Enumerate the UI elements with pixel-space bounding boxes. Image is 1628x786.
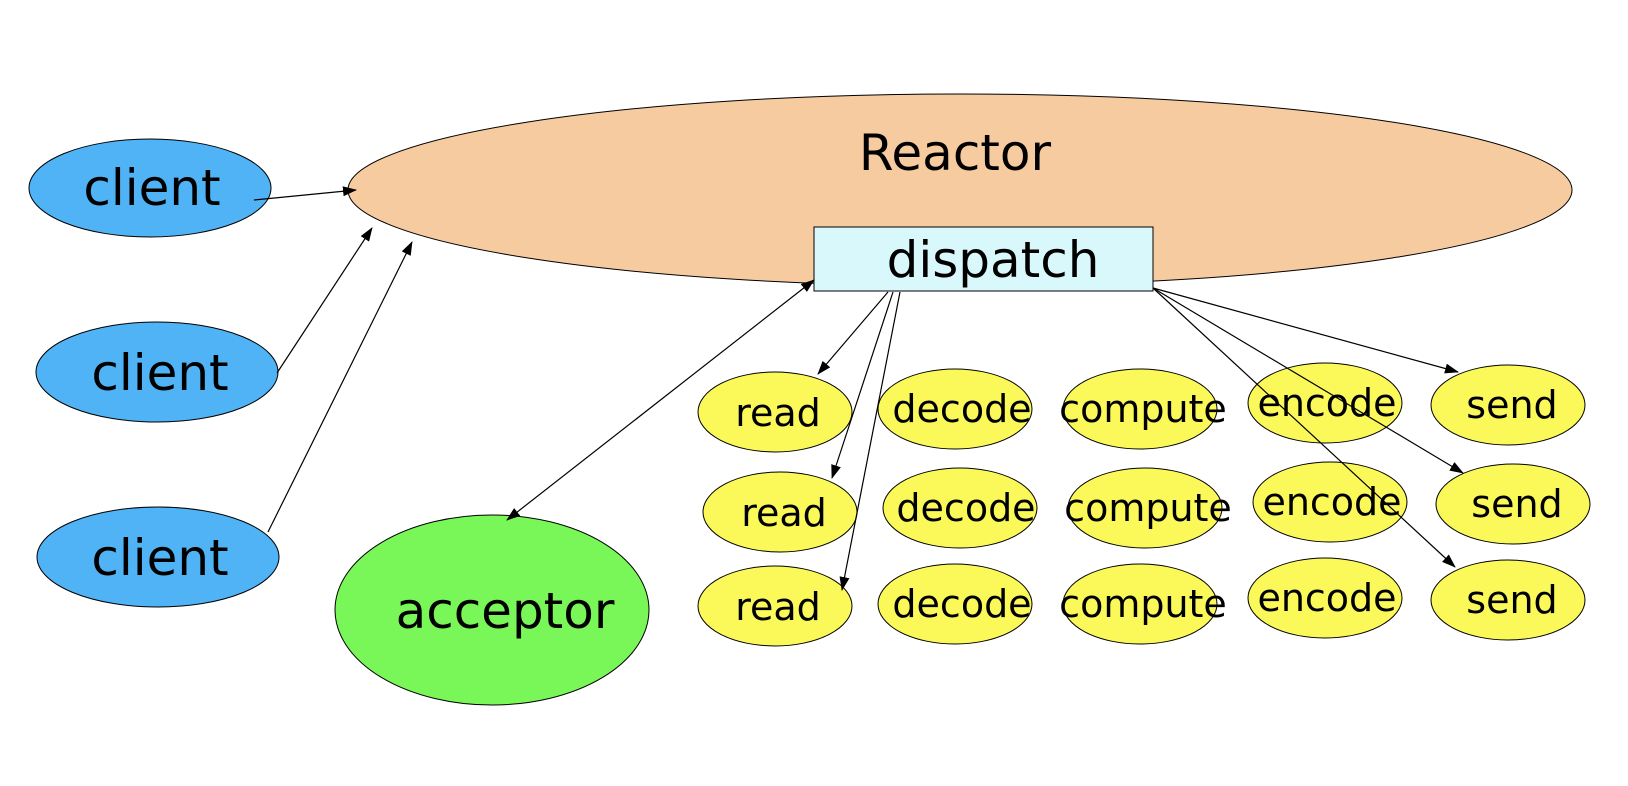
acceptor-label: acceptor (396, 582, 615, 640)
client-1-to-reactor-arrow (253, 186, 357, 201)
dispatch-node: dispatch (813, 226, 1154, 292)
encode-label: encode (1257, 576, 1396, 620)
read-label: read (735, 585, 821, 629)
send-task: send (1430, 364, 1586, 446)
send-label: send (1466, 383, 1557, 427)
client-node-3: client (36, 506, 280, 608)
dispatch-to-send-3-arrow (1152, 287, 1456, 568)
dispatch-to-read-1-arrow (817, 291, 889, 375)
client-label: client (83, 159, 220, 217)
encode-task: encode (1252, 461, 1408, 543)
decode-task: decode (877, 563, 1033, 645)
encode-label: encode (1262, 480, 1401, 524)
task-row-3: read decode compute encode send (697, 557, 1586, 647)
client-label: client (91, 344, 228, 402)
dispatch-label: dispatch (887, 231, 1100, 289)
compute-task: compute (1064, 467, 1232, 549)
read-task: read (697, 565, 853, 647)
reactor-label: Reactor (859, 124, 1052, 182)
send-task: send (1435, 463, 1591, 545)
dispatch-to-send-2-arrow (1152, 287, 1464, 474)
send-label: send (1471, 482, 1562, 526)
encode-label: encode (1257, 381, 1396, 425)
decode-task: decode (877, 368, 1033, 450)
client-node-1: client (28, 138, 272, 238)
dispatch-to-read-3-arrow (839, 291, 901, 591)
compute-label: compute (1059, 582, 1227, 626)
send-task: send (1430, 559, 1586, 641)
decode-task: decode (882, 467, 1038, 549)
client-2-to-reactor-arrow (276, 227, 373, 374)
encode-task: encode (1247, 362, 1403, 444)
decode-label: decode (896, 486, 1035, 530)
compute-task: compute (1059, 563, 1227, 645)
decode-label: decode (892, 582, 1031, 626)
task-row-2: read decode compute encode send (702, 461, 1591, 553)
read-label: read (735, 391, 821, 435)
dispatch-to-send-1-arrow (1152, 287, 1459, 374)
dispatch-acceptor-arrow (506, 279, 815, 521)
decode-label: decode (892, 387, 1031, 431)
compute-label: compute (1064, 486, 1232, 530)
reactor-node: Reactor (347, 93, 1573, 287)
compute-task: compute (1059, 368, 1227, 450)
client-label: client (91, 529, 228, 587)
read-label: read (741, 491, 827, 535)
connectors (253, 186, 1464, 591)
acceptor-node: acceptor (334, 514, 650, 706)
read-task: read (702, 471, 858, 553)
encode-task: encode (1247, 557, 1403, 639)
task-row-1: read decode compute encode send (697, 362, 1586, 453)
client-3-to-reactor-arrow (267, 241, 413, 533)
dispatch-to-read-2-arrow (831, 291, 894, 479)
send-label: send (1466, 578, 1557, 622)
compute-label: compute (1059, 387, 1227, 431)
client-node-2: client (35, 321, 279, 423)
read-task: read (697, 371, 853, 453)
